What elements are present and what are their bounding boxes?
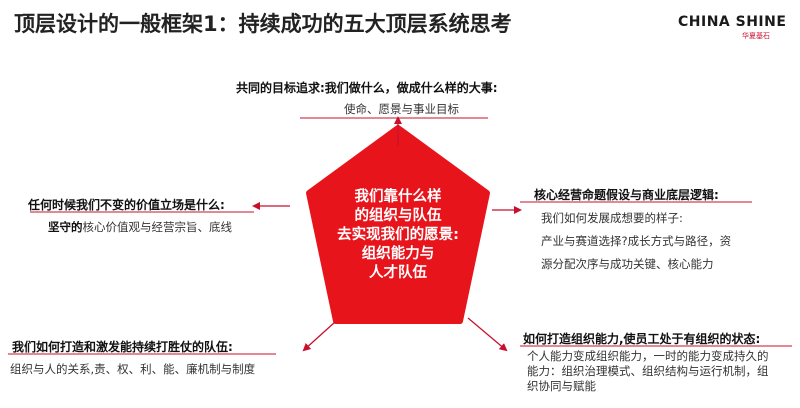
logo-subtitle: 华夏基石 [742, 32, 770, 40]
top-heading: 共同的目标追求:我们做什么，做成什么样的大事: [236, 81, 498, 95]
left-body-rest: 核心价值观与经营宗旨、底线 [82, 220, 233, 234]
bottom-left-body: 组织与人的关系,责、权、利、能、廉机制与制度 [10, 362, 256, 376]
center-line: 的组织与队伍 [354, 208, 442, 224]
right-line: 产业与赛道选择?成长方式与路径，资 [541, 234, 732, 248]
bottom-right-heading: 如何打造组织能力,使员工处于有组织的状态: [523, 332, 761, 346]
arrow-bottom-left [302, 321, 336, 352]
company-logo: CHINA SHINE 华夏基石 [678, 14, 790, 40]
logo-text: CHINA SHINE [678, 14, 787, 30]
page-title: 顶层设计的一般框架1：持续成功的五大顶层系统思考 [14, 12, 512, 36]
right-heading: 核心经营命题假设与商业底层逻辑: [534, 188, 719, 202]
bottom-right-line: 能力：组织治理模式、组织结构与运行机制，组 [527, 364, 769, 378]
left-heading: 任何时候我们不变的价值立场是什么: [28, 198, 225, 212]
center-pentagon [306, 125, 490, 324]
center-line: 去实现我们的愿景: [337, 227, 459, 243]
center-line: 人才队伍 [369, 265, 427, 281]
bottom-right-line: 织协同与赋能 [527, 379, 596, 393]
arrow-bottom-right [467, 317, 508, 352]
bottom-left-heading: 我们如何打造和激发能持续打胜仗的队伍: [12, 340, 233, 354]
center-line: 组织能力与 [361, 246, 435, 262]
center-line: 我们靠什么样 [354, 189, 442, 205]
right-line: 我们如何发展成想要的样子: [541, 211, 683, 225]
left-body-bold: 坚守的 [48, 220, 83, 234]
top-body: 使命、愿景与事业目标 [344, 102, 459, 116]
bottom-right-line: 个人能力变成组织能力，一时的能力变成持久的 [527, 349, 769, 363]
right-line: 源分配次序与成功关键、核心能力 [541, 257, 714, 271]
left-body: 坚守的核心价值观与经营宗旨、底线 [48, 219, 232, 235]
center-text: 我们靠什么样 的组织与队伍 去实现我们的愿景: 组织能力与 人才队伍 [318, 188, 478, 283]
